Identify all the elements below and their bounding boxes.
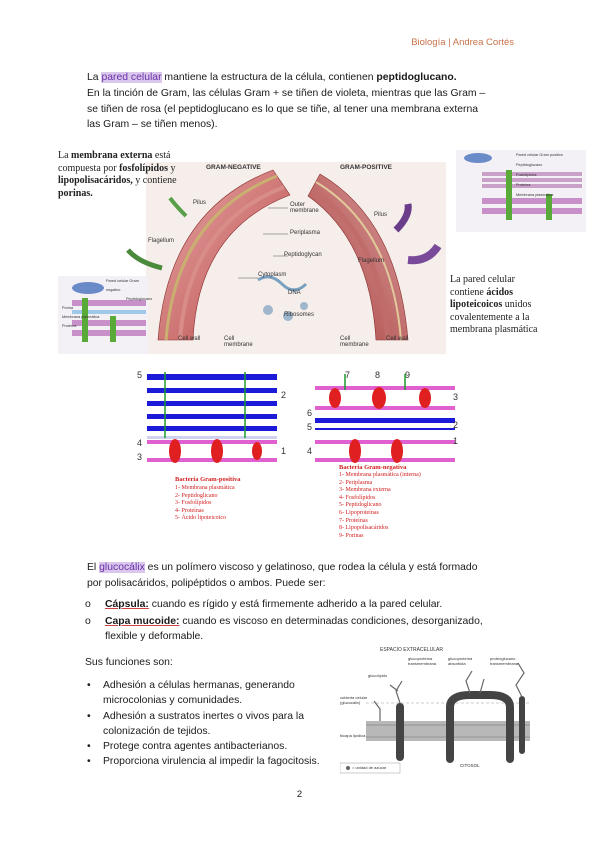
glucocalix-paragraph: El glucocálix es un polímero viscoso y g… (87, 560, 527, 592)
label-bicapa: bicapa lipídica (340, 733, 366, 738)
label-extracellular-space: ESPACIO EXTRACELULAR (380, 647, 443, 653)
gram-positive-schematic (147, 372, 277, 463)
intro-line-4: las Gram – se tiñen menos). (87, 119, 218, 131)
lipoteichoic-note: La pared celular contiene ácidos lipotei… (450, 274, 538, 335)
list-item: • Adhesión a células hermanas, generando… (87, 680, 295, 707)
gram-negative-schematic (315, 374, 455, 463)
label-flagellum-right: Flagellum (358, 258, 385, 264)
label-cubierta: cubierta celular (glucocálix) (340, 695, 368, 705)
glycocalyx-figure: ESPACIO EXTRACELULAR glucoproteína trans… (339, 647, 530, 775)
term-peptidoglucano: peptidoglucano. (376, 72, 457, 83)
gram-cell-wall-figure: La membrana externa está compuesta por f… (58, 150, 588, 356)
glucocalix-line-1: El glucocálix es un polímero viscoso y g… (87, 562, 478, 573)
gram-wall-illustration (58, 150, 586, 354)
neg-num-1: 1 (453, 436, 459, 446)
neg-num-4: 4 (307, 446, 313, 456)
list-item: • Adhesión a sustratos inertes o vivos p… (87, 710, 304, 737)
neg-num-6: 6 (307, 408, 313, 418)
intro-line-3: se tiñen de rosa (el peptidoglucano es l… (87, 103, 479, 115)
label-cell-wall-right: Cell wall (386, 336, 409, 342)
label-cell-wall-left: Cell wall (178, 336, 201, 342)
mini-diagram-left-labels: Pared celular Gram negativo Peptidogluca… (62, 279, 153, 328)
neg-num-8: 8 (375, 370, 381, 380)
document-header: Biología | Andrea Cortés (411, 37, 514, 48)
gram-positive-title: GRAM-POSITIVE (340, 164, 393, 171)
label-pg-transmembrane: proteoglucano transmembrana (490, 656, 519, 666)
gram-negative-title: GRAM-NEGATIVE (206, 164, 261, 171)
gram-negative-legend: Bacteria Gram-negativa 1- Membrana plasm… (339, 464, 421, 539)
gram-positive-legend: Bacteria Gram-positiva 1- Membrana plasm… (175, 476, 241, 522)
label-gp-absorbed: glucoproteína absorbida (448, 656, 473, 666)
label-periplasm: Periplasma (290, 230, 321, 236)
list-item: • Protege contra agentes antibacterianos… (87, 741, 288, 753)
label-gp-transmembrane: glucoproteína transmembrana (408, 656, 437, 666)
term-pared-celular: pared celular (101, 72, 162, 83)
label-cytoplasm: Cytoplasm (258, 272, 287, 278)
functions-section: Sus funciones son: • Adhesión a células … (85, 655, 345, 769)
neg-num-7: 7 (345, 370, 351, 380)
label-pilus-left: Pilus (193, 200, 207, 206)
pos-num-4: 4 (137, 438, 143, 448)
label-flagellum-left: Flagellum (148, 238, 175, 244)
glycocalyx-illustration (339, 662, 530, 774)
label-ribosomes: Ribosomes (284, 312, 315, 318)
list-item: o Capa mucoide: cuando es viscoso en det… (85, 616, 483, 643)
label-citosol: CITOSOL (460, 763, 480, 768)
pos-num-5: 5 (137, 370, 143, 380)
term-capa-mucoide: Capa mucoide: (105, 616, 180, 628)
glucocalix-types-list: o Cápsula: cuando es rígido y está firme… (85, 597, 535, 645)
label-glucolipid: glucolípido (368, 673, 388, 678)
term-glucocalix: glucocálix (99, 562, 145, 573)
neg-num-9: 9 (405, 370, 411, 380)
pos-num-3: 3 (137, 452, 143, 462)
mini-diagram-right-labels: Pared celular Gram positivo Peptidogluca… (516, 153, 563, 197)
pos-num-1: 1 (281, 446, 287, 456)
label-peptidoglycan: Peptidoglycan (284, 252, 322, 258)
label-sugar-unit: = unidad de azúcar (352, 765, 387, 770)
cell-wall-schematic (147, 372, 455, 463)
intro-line-2: En la tinción de Gram, las células Gram … (87, 87, 486, 99)
term-capsula: Cápsula: (105, 599, 149, 610)
label-cell-membrane-left: Cell membrane (224, 336, 253, 348)
list-item: o Cápsula: cuando es rígido y está firme… (85, 599, 443, 610)
intro-line-1: La pared celular mantiene la estructura … (87, 72, 457, 83)
neg-num-3: 3 (453, 392, 459, 402)
functions-title: Sus funciones son: (85, 657, 173, 668)
label-outer-membrane: Outer membrane (290, 202, 319, 214)
label-dna: DNA (288, 290, 301, 296)
pos-num-2: 2 (281, 390, 287, 400)
cell-wall-schematic-figure: 5 2 4 3 1 7 8 9 3 6 5 2 1 4 Bacteria Gra… (135, 368, 465, 554)
page-number: 2 (296, 789, 303, 800)
list-item: • Proporciona virulencia al impedir la f… (87, 756, 320, 768)
glucocalix-line-2: por polisacáridos, polipéptidos o ambos.… (87, 577, 326, 589)
label-pilus-right: Pilus (374, 212, 388, 218)
outer-membrane-note: La membrana externa está compuesta por f… (58, 150, 177, 199)
intro-paragraph: La pared celular mantiene la estructura … (87, 70, 527, 133)
neg-num-5: 5 (307, 422, 313, 432)
neg-num-2: 2 (453, 420, 459, 430)
label-cell-membrane-right: Cell membrane (340, 336, 369, 348)
